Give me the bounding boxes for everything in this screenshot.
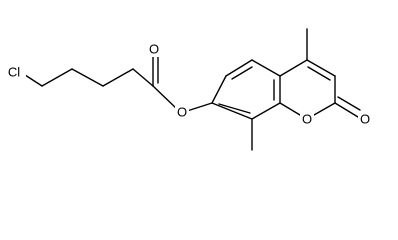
bond-oester-c7 [186,102,213,112]
bond-c7-c6 [211,75,227,104]
bond-c2-c3 [71,68,104,87]
bond-c3-c4 [102,68,134,87]
bond-c8-c7 [211,102,253,120]
bond-c4-c3-b [307,66,331,81]
bond-c4-c5 [132,68,154,87]
bond-c2-oring [313,102,336,116]
bond-lactone-co-a [334,102,359,118]
bond-c5a-c4a [251,59,281,77]
bond-oring-c8a [279,102,301,116]
atom-lactone-carbonyl-oxygen: O [360,112,370,127]
atom-chlorine: Cl [8,65,20,80]
bond-lactone-co-b [337,96,361,111]
bond-inner-3 [218,103,251,114]
bond-c1-c2 [41,68,73,87]
bond-c8a-c8 [251,102,281,120]
bond-c4a-c4 [279,59,308,77]
molecule-drawing: Cl O O O O [7,28,371,151]
atom-ring-oxygen: O [302,112,312,127]
bond-inner-1 [231,66,253,80]
atom-ester-oxygen: O [177,105,187,120]
bond-c5-oester [152,85,179,111]
bond-c4-c3-a [306,59,336,77]
bond-c6-c5a [225,59,253,77]
atom-carbonyl-oxygen: O [149,42,159,57]
structure-diagram: Cl O O O O [7,28,371,151]
